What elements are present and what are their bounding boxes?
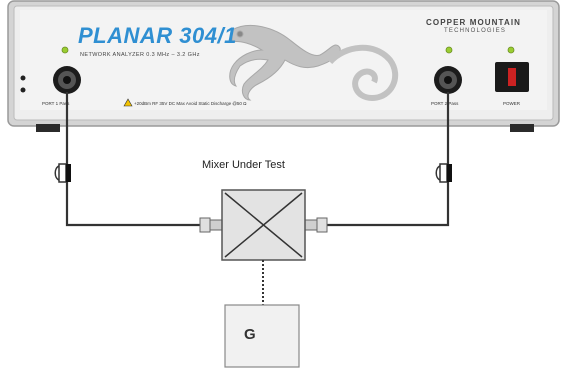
generator-box [224, 304, 300, 368]
port2-connector[interactable] [434, 66, 462, 94]
warning-label: +20dBm RF 35V DC Max Avoid Static Discha… [134, 101, 247, 106]
power-label: POWER [503, 101, 521, 106]
port1-connector[interactable] [53, 66, 81, 94]
mixer-box [221, 189, 306, 261]
instrument-subtitle: NETWORK ANALYZER 0.3 MHz – 3.2 GHz [80, 52, 200, 58]
small-jack-icon [20, 75, 26, 81]
cables [65, 92, 450, 227]
port1-label: PORT 1 Pass [42, 101, 70, 106]
generator-label: G [244, 326, 256, 343]
mixer-right-connector [304, 217, 328, 233]
mixer-label: Mixer Under Test [202, 159, 285, 171]
port2-label: PORT 2 Pass [431, 101, 459, 106]
port1-led-icon [61, 46, 69, 54]
right-foot [510, 124, 534, 132]
gecko-logo-icon [229, 24, 341, 101]
warning-icon [123, 98, 133, 107]
left-foot [36, 124, 60, 132]
instrument-model-title: PLANAR 304/1 [78, 23, 237, 48]
small-jack-icon-2 [20, 87, 26, 93]
company-name: COPPER MOUNTAIN [426, 18, 522, 27]
power-led-icon [507, 46, 515, 54]
port2-led-icon [445, 46, 453, 54]
right-adapter-icon [435, 163, 452, 183]
company-name-line2: TECHNOLOGIES [444, 28, 507, 34]
power-switch[interactable] [495, 62, 529, 92]
left-adapter-icon [54, 163, 71, 183]
mixer-left-connector [199, 217, 223, 233]
spiral-tail-icon [327, 44, 399, 102]
